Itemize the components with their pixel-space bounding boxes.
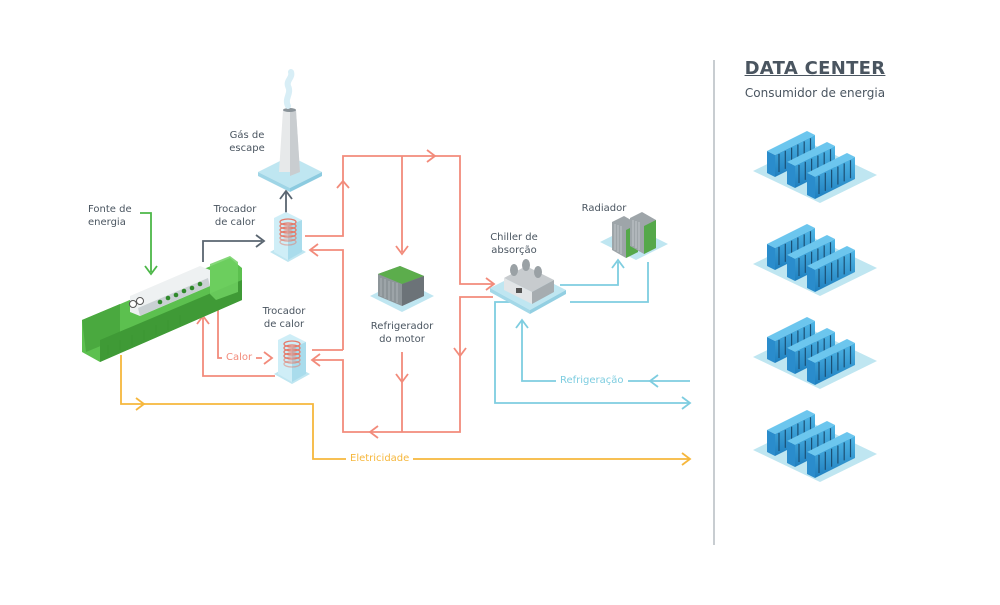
heat-arrow-down-cooler — [395, 245, 409, 256]
server-racks — [753, 131, 877, 482]
heat-exchanger-top-icon — [270, 212, 306, 262]
cooling-arrow-right-dc — [681, 396, 692, 410]
absorption-chiller-label: Chiller de absorção — [490, 232, 538, 256]
heat-line-top-exchanger-out — [305, 155, 493, 285]
cooling-line-return — [521, 320, 690, 382]
heat-line-engine-return — [202, 318, 275, 377]
electricity-arrow-right-dc — [681, 452, 692, 466]
server-rack-cluster — [753, 224, 877, 296]
heat-lines — [196, 149, 496, 439]
heat-arrow-right-top — [426, 149, 437, 163]
heat-exchanger-bottom-label: Trocador de calor — [262, 306, 306, 330]
heat-arrow-left-bottom-ex — [310, 353, 321, 367]
cooling-flow-label: Refrigeração — [556, 375, 628, 387]
engine-cooler-label: Refrigerador do motor — [370, 321, 434, 345]
server-rack-row — [767, 224, 815, 270]
server-rack-cluster — [753, 317, 877, 389]
electricity-lines — [120, 355, 692, 466]
server-rack-row — [807, 432, 855, 478]
exhaust-lines — [202, 189, 293, 262]
exhaust-line-engine — [202, 240, 262, 262]
section-divider — [713, 60, 715, 545]
heat-arrow-right-chiller — [485, 277, 496, 291]
exhaust-arrow-up — [279, 189, 293, 200]
server-rack-row — [767, 410, 815, 456]
cooling-arrow-up-chiller — [515, 318, 529, 329]
server-rack-row — [767, 131, 815, 177]
energy-line — [140, 212, 158, 276]
engine-generator-icon — [82, 256, 242, 362]
electricity-flow-label: Eletricidade — [346, 453, 414, 465]
radiator-label: Radiador — [581, 203, 627, 214]
heat-arrow-down-cooler-out — [395, 373, 409, 384]
exhaust-arrow-right — [255, 234, 266, 248]
radiator-icon — [600, 212, 668, 260]
data-center-subtitle: Consumidor de energia — [744, 86, 886, 100]
heat-arrow-up-343 — [336, 179, 350, 189]
cooling-line-supply — [494, 301, 690, 404]
cooling-lines — [494, 258, 692, 410]
heat-arrow-right-engine — [263, 351, 274, 365]
server-rack-row — [807, 246, 855, 292]
heat-line-top-exchanger-in — [310, 249, 344, 350]
absorption-chiller-icon — [490, 259, 566, 314]
exhaust-gas-label: Gás de escape — [229, 130, 265, 154]
heat-flow-label: Calor — [222, 352, 257, 364]
server-rack-cluster — [753, 410, 877, 482]
electricity-line — [120, 355, 690, 460]
server-rack-row — [787, 142, 835, 188]
energy-arrow-down — [144, 265, 158, 276]
server-rack-row — [807, 339, 855, 385]
cooling-arrow-left — [648, 374, 659, 388]
heat-arrow-left-top-ex — [308, 243, 319, 257]
cooling-line-radiator-return — [570, 262, 649, 303]
energy-source-label: Fonte de energia — [88, 204, 132, 228]
engine-cooler-icon — [370, 266, 434, 312]
cooling-arrow-up-radiator — [611, 258, 625, 269]
server-rack-row — [787, 235, 835, 281]
server-rack-row — [807, 153, 855, 199]
cooling-line-chiller-radiator — [560, 262, 619, 286]
heat-exchanger-bottom-icon — [274, 334, 310, 384]
chimney-icon — [258, 69, 322, 192]
data-center-title: DATA CENTER — [744, 58, 886, 79]
electricity-arrow-right-1 — [135, 397, 146, 411]
heat-arrow-down-460 — [453, 347, 467, 358]
server-rack-cluster — [753, 131, 877, 203]
heat-exchanger-top-label: Trocador de calor — [213, 204, 257, 228]
heat-arrow-left-bottom — [368, 425, 379, 439]
